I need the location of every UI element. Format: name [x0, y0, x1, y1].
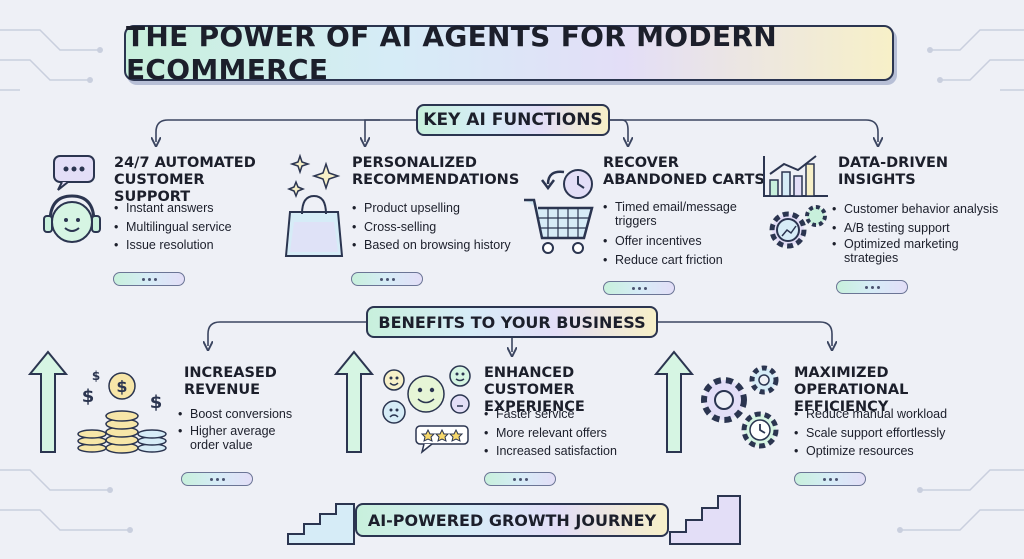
experience-bullets: Faster service More relevant offers Incr… — [484, 405, 617, 461]
list-item: Customer behavior analysis — [832, 200, 1012, 219]
list-item: Faster service — [484, 405, 617, 424]
svg-text:$: $ — [150, 392, 163, 413]
list-item: More relevant offers — [484, 424, 617, 443]
list-item: Issue resolution — [114, 236, 232, 255]
list-item: Cross-selling — [352, 218, 511, 237]
list-item: Offer incentives — [603, 232, 743, 251]
up-arrow-icon — [28, 350, 68, 453]
revenue-bullets: Boost conversions Higher average order v… — [178, 405, 318, 456]
list-item: A/B testing support — [832, 219, 1012, 238]
list-item: Boost conversions — [178, 405, 318, 424]
list-item: Product upselling — [352, 199, 511, 218]
svg-text:$: $ — [92, 369, 100, 383]
carts-bullets: Timed email/message triggers Offer incen… — [603, 200, 743, 269]
pagination-dots — [351, 272, 423, 286]
revenue-heading: INCREASED REVENUE — [184, 365, 277, 398]
list-item: Optimized marketing strategies — [832, 237, 972, 265]
pagination-dots — [181, 472, 253, 486]
recommendations-heading: PERSONALIZED RECOMMENDATIONS — [352, 155, 520, 188]
list-item: Reduce cart friction — [603, 251, 743, 270]
smiley-faces-rating-icon — [382, 365, 471, 454]
page-title: THE POWER OF AI AGENTS FOR MODERN ECOMME… — [126, 20, 777, 86]
benefits-label: BENEFITS TO YOUR BUSINESS — [366, 306, 658, 338]
pagination-dots — [113, 272, 185, 286]
pagination-dots — [836, 280, 908, 294]
svg-text:$: $ — [116, 377, 127, 396]
pagination-dots — [484, 472, 556, 486]
page-title-banner: THE POWER OF AI AGENTS FOR MODERN ECOMME… — [124, 20, 894, 86]
efficiency-bullets: Reduce manual workload Scale support eff… — [794, 405, 947, 461]
recommendations-bullets: Product upselling Cross-selling Based on… — [352, 199, 511, 255]
svg-text:$: $ — [82, 386, 95, 407]
list-item: Timed email/message triggers — [603, 200, 743, 228]
up-arrow-icon — [654, 350, 694, 453]
coins-dollar-icon: $ $ $ $ — [77, 369, 167, 454]
cart-clock-icon — [524, 169, 594, 254]
list-item: Reduce manual workload — [794, 405, 947, 424]
headset-chat-icon — [43, 155, 101, 243]
up-arrow-icon — [334, 350, 374, 453]
stairs-right-icon — [669, 495, 741, 545]
list-item: Multilingual service — [114, 218, 232, 237]
insights-heading: DATA-DRIVEN INSIGHTS — [838, 155, 948, 188]
pagination-dots — [603, 281, 675, 295]
support-bullets: Instant answers Multilingual service Iss… — [114, 199, 232, 255]
list-item: Optimize resources — [794, 442, 947, 461]
shopping-bag-sparkle-icon — [284, 153, 344, 257]
stairs-left-icon — [287, 503, 355, 545]
growth-journey-label: AI-POWERED GROWTH JOURNEY — [355, 503, 669, 537]
gears-clock-icon — [701, 365, 779, 449]
list-item: Based on browsing history — [352, 236, 511, 255]
list-item: Instant answers — [114, 199, 232, 218]
pagination-dots — [794, 472, 866, 486]
key-functions-label: KEY AI FUNCTIONS — [416, 104, 610, 136]
list-item: Higher average order value — [178, 424, 298, 452]
insights-bullets: Customer behavior analysis A/B testing s… — [832, 200, 1012, 269]
list-item: Increased satisfaction — [484, 442, 617, 461]
chart-gears-icon — [763, 155, 828, 249]
carts-heading: RECOVER ABANDONED CARTS — [603, 155, 765, 188]
list-item: Scale support effortlessly — [794, 424, 947, 443]
